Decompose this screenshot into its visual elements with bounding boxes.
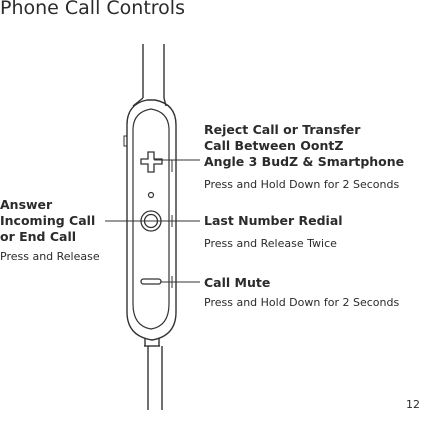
page-number: 12 xyxy=(406,398,420,411)
leader-lines xyxy=(105,159,200,288)
reject-title-line1: Reject Call or Transfer xyxy=(204,122,361,137)
cable-bottom xyxy=(144,338,163,410)
cable-top xyxy=(132,44,167,107)
answer-description: Press and Release xyxy=(0,250,100,263)
microphone-dot-icon xyxy=(147,191,155,199)
mute-description: Press and Hold Down for 2 Seconds xyxy=(204,296,400,309)
answer-title-line2: Incoming Call xyxy=(0,213,96,228)
answer-title-line1: Answer xyxy=(0,197,53,212)
reject-title-line2: Call Between OontZ xyxy=(204,138,344,153)
redial-description: Press and Release Twice xyxy=(204,237,337,250)
reject-title-line3: Angle 3 BudZ & Smartphone xyxy=(204,154,405,169)
page-title: Phone Call Controls xyxy=(0,0,185,19)
remote-side-nub xyxy=(123,135,128,147)
remote-body-inner xyxy=(132,108,170,330)
answer-title-line3: or End Call xyxy=(0,229,77,244)
remote-body-outer xyxy=(126,99,177,341)
mute-title: Call Mute xyxy=(204,275,271,290)
redial-title: Last Number Redial xyxy=(204,213,343,228)
reject-description: Press and Hold Down for 2 Seconds xyxy=(204,178,400,191)
plus-button-icon[interactable] xyxy=(140,151,163,173)
minus-button-icon[interactable] xyxy=(140,278,162,285)
